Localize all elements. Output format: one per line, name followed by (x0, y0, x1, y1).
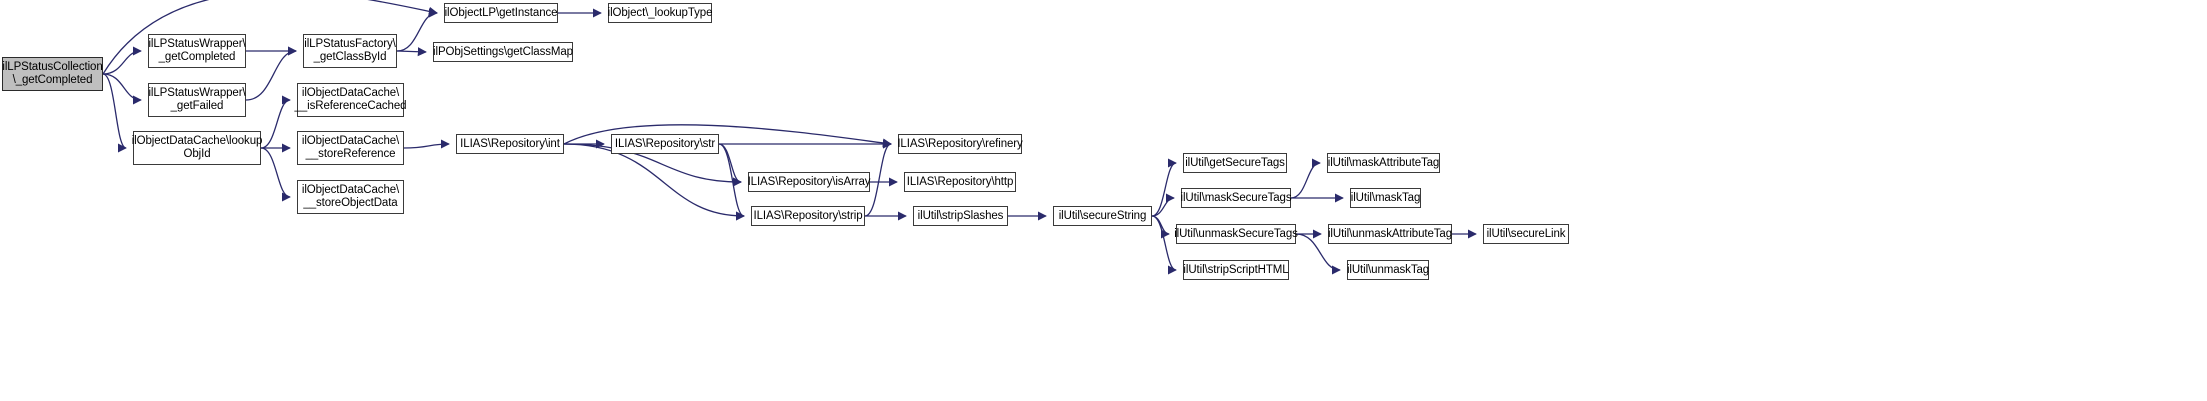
graph-node[interactable]: ILIAS\Repository\http (904, 172, 1016, 192)
graph-node[interactable]: ilLPStatusWrapper\ _getCompleted (148, 34, 246, 68)
graph-node[interactable]: ilLPStatusWrapper\ _getFailed (148, 83, 246, 117)
graph-node[interactable]: ilUtil\maskTag (1350, 188, 1421, 208)
graph-node[interactable]: ILIAS\Repository\int (456, 134, 564, 154)
graph-node[interactable]: ilPObjSettings\getClassMap (433, 42, 573, 62)
graph-edge (718, 143, 742, 187)
graph-node[interactable]: ilObject\_lookupType (608, 3, 712, 23)
graph-node[interactable]: ilObjectDataCache\lookup ObjId (132, 131, 262, 165)
graph-edge (102, 73, 127, 153)
graph-node[interactable]: ilLPStatusFactory\ _getClassById (303, 34, 397, 68)
graph-node[interactable]: ilUtil\stripSlashes (913, 206, 1008, 226)
graph-edge (1151, 215, 1177, 275)
graph-edge (396, 47, 427, 57)
graph-edge (396, 8, 438, 52)
graph-node[interactable]: ilObjectDataCache\ __storeObjectData (297, 180, 404, 214)
graph-node[interactable]: ilObjectDataCache\ __isReferenceCached (295, 83, 407, 117)
graph-node[interactable]: ilObjectLP\getInstance (444, 3, 558, 23)
graph-edge (260, 147, 291, 202)
graph-edge (102, 73, 142, 105)
graph-node[interactable]: ilUtil\unmaskTag (1347, 260, 1429, 280)
graph-node[interactable]: ilUtil\secureLink (1483, 224, 1569, 244)
graph-node[interactable]: ilUtil\maskSecureTags (1180, 188, 1292, 208)
graph-edge (563, 143, 745, 221)
graph-edge (260, 95, 291, 149)
graph-node[interactable]: ilUtil\maskAttributeTag (1327, 153, 1440, 173)
graph-node[interactable]: ILIAS\Repository\isArray (748, 172, 871, 192)
graph-node[interactable]: ILIAS\Repository\strip (751, 206, 865, 226)
graph-node[interactable]: ilUtil\unmaskSecureTags (1174, 224, 1298, 244)
graph-edge (1151, 215, 1170, 239)
graph-edge (245, 46, 297, 101)
graph-node[interactable]: ILIAS\Repository\str (611, 134, 719, 154)
graph-node[interactable]: ilUtil\stripScriptHTML (1183, 260, 1289, 280)
graph-edge (1151, 158, 1177, 217)
graph-node[interactable]: ilLPStatusCollection \_getCompleted (2, 57, 103, 91)
graph-edge (1290, 158, 1321, 199)
graph-edge (718, 143, 745, 221)
graph-node[interactable]: ILIAS\Repository\refinery (897, 134, 1023, 154)
graph-node[interactable]: ilObjectDataCache\ __storeReference (297, 131, 404, 165)
graph-edge (1151, 193, 1175, 217)
graph-edge (403, 139, 450, 149)
graph-node[interactable]: ilUtil\getSecureTags (1183, 153, 1287, 173)
graph-node[interactable]: ilUtil\secureString (1053, 206, 1152, 226)
graph-edge (102, 46, 142, 75)
graph-node[interactable]: ilUtil\unmaskAttributeTag (1328, 224, 1452, 244)
